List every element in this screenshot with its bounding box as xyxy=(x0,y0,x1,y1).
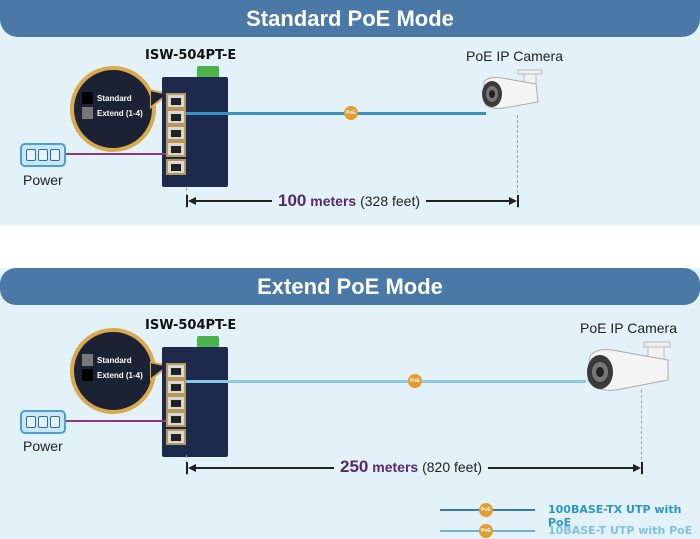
dip-switch-off-icon xyxy=(82,354,93,366)
callout-option-extend: Extend (1-4) xyxy=(82,107,143,119)
poe-badge: PoE xyxy=(479,524,493,538)
switch-model-label: ISW-504PT-E xyxy=(145,318,237,333)
ethernet-port-3 xyxy=(166,395,186,411)
power-supply-icon xyxy=(20,143,66,167)
power-supply-icon xyxy=(20,410,66,434)
power-cable xyxy=(66,153,166,155)
dip-switch-off-icon xyxy=(82,107,93,119)
callout-option-standard: Standard xyxy=(82,92,132,104)
power-label: Power xyxy=(23,172,63,188)
ethernet-port-uplink xyxy=(166,159,186,175)
dip-switch-on-icon xyxy=(82,369,93,381)
poe-badge: PoE xyxy=(408,374,422,388)
poe-badge: PoE xyxy=(479,503,493,517)
power-terminal-icon xyxy=(197,66,219,78)
callout-option-standard: Standard xyxy=(82,354,132,366)
camera-label: PoE IP Camera xyxy=(580,320,678,336)
dimension-arrow-right xyxy=(509,197,517,205)
distance-alt: (328 feet) xyxy=(360,193,421,209)
power-label: Power xyxy=(23,438,63,454)
dimension-start-tick xyxy=(186,462,188,474)
callout-option-extend: Extend (1-4) xyxy=(82,369,143,381)
distance-label: 250 meters (820 feet) xyxy=(334,457,489,477)
distance-alt: (820 feet) xyxy=(422,459,483,475)
standard-mode-title: Standard PoE Mode xyxy=(0,0,700,37)
ethernet-port-3 xyxy=(166,125,186,141)
poe-switch-device xyxy=(162,347,228,457)
dimension-arrow-right xyxy=(633,464,641,472)
ethernet-port-4 xyxy=(166,141,186,157)
mode-switch-callout: Standard Extend (1-4) xyxy=(70,66,156,152)
ethernet-port-4 xyxy=(166,411,186,427)
legend-label-100base-tx: 100BASE-TX UTP with PoE xyxy=(548,503,682,529)
ip-camera-icon xyxy=(587,341,671,391)
poe-cable-100base-tx xyxy=(186,112,486,115)
distance-label: 100 meters (328 feet) xyxy=(272,191,427,211)
distance-unit: meters xyxy=(372,459,419,475)
ethernet-port-2 xyxy=(166,109,186,125)
camera-dimension-guide xyxy=(641,390,642,475)
poe-badge: PoE xyxy=(344,106,358,120)
ethernet-port-uplink xyxy=(166,429,186,445)
extend-mode-title: Extend PoE Mode xyxy=(0,268,700,305)
camera-dimension-guide xyxy=(517,115,518,208)
power-cable xyxy=(66,420,166,422)
mode-switch-callout: Standard Extend (1-4) xyxy=(70,328,156,414)
ip-camera-icon xyxy=(482,69,543,109)
ethernet-port-1 xyxy=(166,93,186,109)
dimension-end-tick xyxy=(641,462,643,474)
poe-switch-device xyxy=(162,77,228,187)
distance-unit: meters xyxy=(310,193,357,209)
dip-switch-on-icon xyxy=(82,92,93,104)
ethernet-port-1 xyxy=(166,363,186,379)
switch-model-label: ISW-504PT-E xyxy=(145,48,237,63)
dimension-start-tick xyxy=(186,195,188,207)
legend-label-10base-t: 10BASE-T UTP with PoE xyxy=(548,524,693,537)
power-terminal-icon xyxy=(197,336,219,348)
poe-cable-10base-t xyxy=(186,380,586,383)
dimension-end-tick xyxy=(517,195,519,207)
distance-value: 250 xyxy=(340,457,369,476)
camera-label: PoE IP Camera xyxy=(466,48,564,64)
ethernet-port-2 xyxy=(166,379,186,395)
distance-value: 100 xyxy=(278,191,307,210)
